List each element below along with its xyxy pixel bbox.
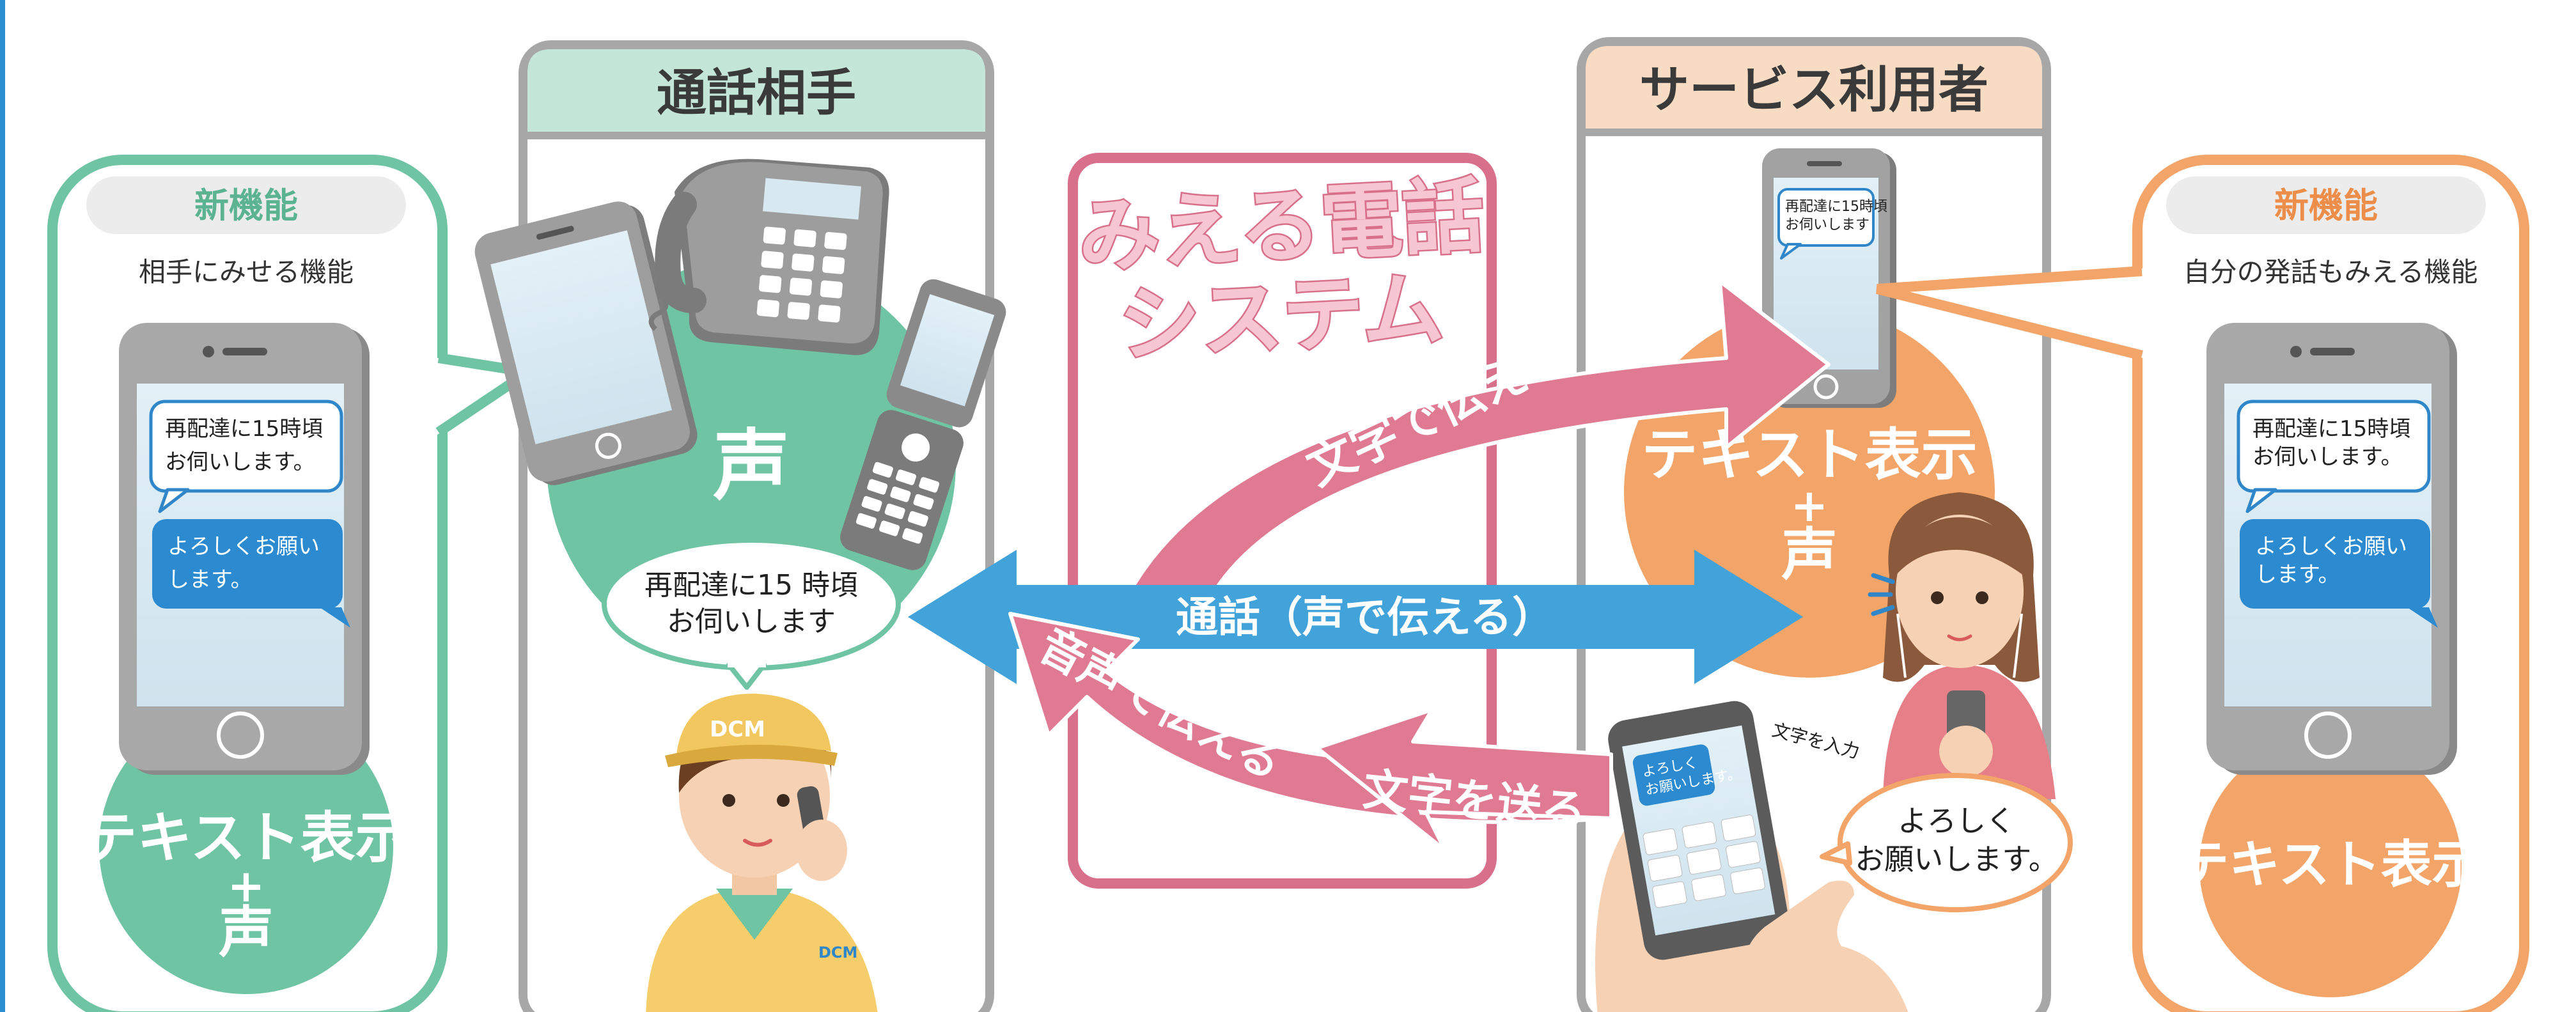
user-phone-bubble [1777, 188, 1875, 247]
right-phone-camera-icon [2290, 346, 2302, 357]
left-feature-panel: 新機能 相手にみせる機能 再配達に15時頃お伺いします。 よろしくお願いします。… [47, 155, 542, 1012]
left-phone-bubble-1-text: 再配達に15時頃お伺いします。 [165, 416, 323, 475]
caller-speech-bubble-text: 再配達に15 時頃お伺いします [644, 569, 858, 638]
user-speech-bubble [1838, 773, 2073, 912]
left-circle-plus: + [228, 860, 265, 912]
caller-flip-phone-icon [840, 279, 1006, 570]
right-badge-text: 新機能 [2274, 185, 2378, 226]
right-phone-bubble-sent [2240, 519, 2430, 609]
left-badge [86, 176, 406, 234]
svg-text:よろしくお願いします。: よろしくお願いします。 [168, 534, 320, 593]
user-circle-line2: 声 [1781, 522, 1838, 588]
caller-panel-header: 通話相手 [657, 65, 856, 122]
delivery-person-illustration: DCM DCM [646, 694, 878, 1012]
right-feature-panel: 新機能 自分の発話もみえる機能 再配達に15時頃お伺いします。 よろしくお願いし… [1876, 155, 2529, 1012]
user-circle-line1: テキスト表示 [1641, 422, 1977, 488]
left-caption: 相手にみせる機能 [139, 256, 354, 288]
call-double-arrow: 通話（声で伝える） [908, 550, 1803, 684]
user-phone-home-button-icon [1813, 374, 1839, 400]
caller-panel-header-bg [527, 49, 985, 136]
user-panel-header-bg [1586, 46, 2042, 132]
right-panel-pointer [1876, 266, 2143, 361]
left-phone-bubble-tail-sent [320, 607, 350, 628]
right-phone-bubble-1-text: 再配達に15時頃お伺いします。 [2252, 416, 2410, 470]
service-user-woman-illustration [1868, 492, 2056, 799]
left-circle-line1: テキスト表示 [82, 806, 410, 870]
caller-speech-bubble [602, 538, 901, 671]
right-circle-text: テキスト表示 [2178, 835, 2483, 894]
right-phone-bubble-received [2236, 400, 2431, 493]
right-phone-bubble-2-text: よろしくお願いします。 [2255, 534, 2407, 588]
left-circle-line2: 声 [219, 901, 274, 965]
user-speech-bubble-text: よろしくお願いします。 [1855, 804, 2057, 876]
text-convey-arrow-shape [1117, 279, 1831, 616]
user-circle-plus: + [1791, 479, 1829, 532]
caller-desk-phone-icon [648, 159, 889, 355]
left-badge-text: 新機能 [194, 185, 298, 226]
left-phone-bubble-text-line1: 再配達に15時頃お伺いします。 [165, 416, 323, 475]
left-phone-speaker-icon [222, 348, 267, 355]
service-user-panel: サービス利用者 再配達に15時頃お伺いします テキスト表示 + 声 [1577, 37, 2073, 1012]
left-phone-bubble-sent [152, 519, 343, 609]
left-phone-camera-icon [203, 346, 214, 357]
user-typing-phone-illustration: よろしくお願いします。 [1595, 701, 1909, 1012]
caller-panel: 通話相手 声 [474, 40, 1006, 1012]
left-phone-bubble-tail-received [158, 488, 190, 513]
right-caption: 自分の発話もみえる機能 [2183, 256, 2478, 288]
cap-logo-text: DCM [710, 717, 765, 742]
right-text-circle [2199, 735, 2462, 997]
center-title-line1: みえる電話 [1075, 169, 1487, 285]
left-phone-bubble-received [149, 400, 343, 493]
user-phone-bubble-text: 再配達に15時頃お伺いします [1785, 199, 1887, 233]
call-arrow-label: 通話（声で伝える） [1176, 593, 1554, 642]
left-border-line [0, 0, 5, 1012]
left-phone-bubble-2-text: よろしくお願いします。 [168, 534, 320, 593]
right-badge [2166, 176, 2486, 234]
user-panel-header: サービス利用者 [1639, 61, 1988, 119]
center-title-line2: システム [1116, 261, 1446, 373]
caller-voice-circle-text: 声 [713, 422, 790, 511]
right-phone-speaker-icon [2310, 348, 2355, 355]
left-phone-home-button-icon [217, 712, 264, 759]
uniform-logo-text: DCM [818, 944, 857, 961]
right-phone-home-button-icon [2304, 712, 2352, 759]
caller-smartphone-icon [474, 201, 698, 485]
call-arrow-shape [908, 550, 1803, 684]
send-text-arrow-shape [1315, 708, 1613, 852]
